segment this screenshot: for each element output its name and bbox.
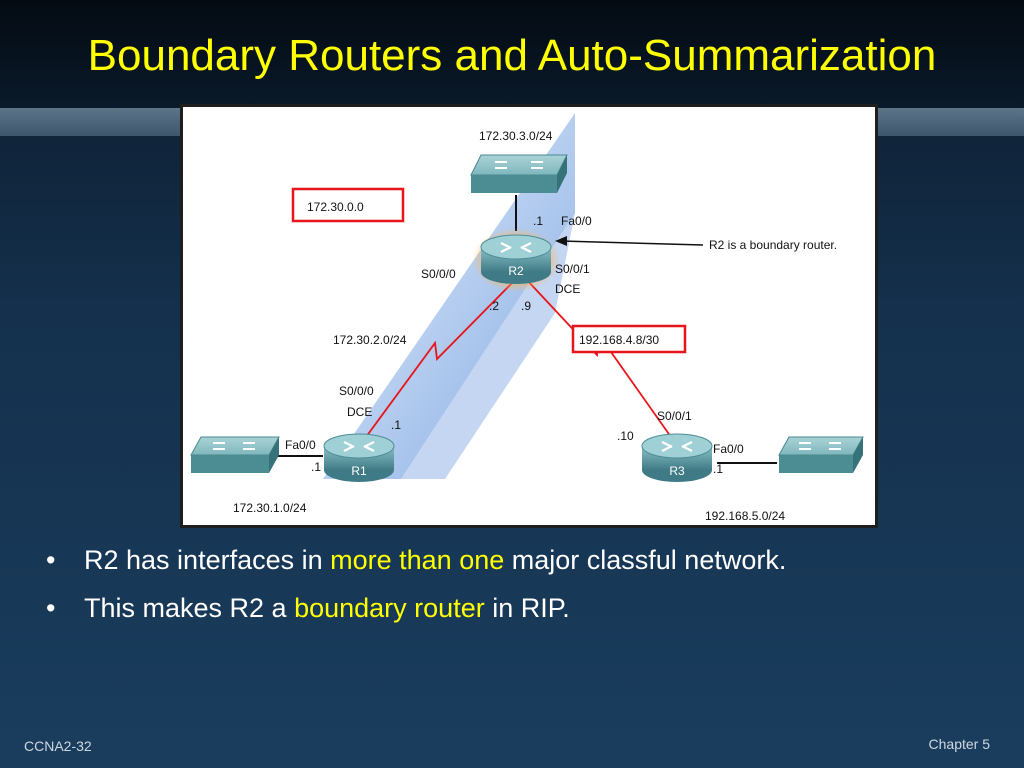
r2-s001-addr: .9: [521, 299, 531, 313]
r2-s000-interface: S0/0/0: [421, 267, 456, 281]
bullet-dot-icon: •: [46, 545, 56, 575]
footer-course: CCNA2-32: [24, 738, 92, 754]
r2-fa-addr: .1: [533, 214, 543, 228]
bullet-list: • R2 has interfaces in more than one maj…: [44, 536, 786, 632]
router-r1-label: R1: [351, 464, 367, 478]
bullet-text: This makes R2 a: [84, 593, 295, 623]
boundary-note: R2 is a boundary router.: [709, 238, 837, 252]
r1-serial-interface: S0/0/0: [339, 384, 374, 398]
r3-serial-addr: .10: [617, 429, 634, 443]
title-band: [0, 0, 1024, 108]
bullet-text: major classful network.: [504, 545, 787, 575]
r1-dce: DCE: [347, 405, 372, 419]
r2-dce: DCE: [555, 282, 580, 296]
network-r3-lan: 192.168.5.0/24: [705, 509, 785, 523]
wan-subnet-box: [571, 324, 687, 354]
r2-s000-addr: .2: [489, 299, 499, 313]
r1-fa-addr: .1: [311, 460, 321, 474]
network-r2-r3: 192.168.4.8/30: [579, 333, 659, 347]
r1-r2-serial-link: [365, 278, 517, 438]
bullet-dot-icon: •: [46, 593, 56, 623]
router-r1: R1: [323, 433, 395, 482]
bullet-highlight: boundary router: [294, 593, 485, 623]
boundary-arrow: [560, 240, 704, 246]
network-r1-r2: 172.30.2.0/24: [333, 333, 407, 347]
r3-fa-addr: .1: [713, 462, 723, 476]
arrow-head-icon: [555, 236, 567, 246]
slide-title: Boundary Routers and Auto-Summarization: [87, 31, 937, 80]
router-r2-label: R2: [508, 264, 524, 278]
bullet-item: • R2 has interfaces in more than one maj…: [44, 536, 786, 584]
switch-icon: [778, 436, 864, 473]
bullet-item: • This makes R2 a boundary router in RIP…: [44, 584, 786, 632]
r3-serial-interface: S0/0/1: [657, 409, 692, 423]
summary-address-box: [291, 187, 405, 223]
summary-region: [323, 113, 575, 479]
network-r1-lan: 172.30.1.0/24: [233, 501, 307, 515]
switch-icon: [190, 436, 280, 473]
bullet-highlight: more than one: [330, 545, 505, 575]
router-r3-label: R3: [669, 464, 685, 478]
r3-fa-interface: Fa0/0: [713, 442, 744, 456]
network-diagram: R2 R1 R3 R2 is a boundary router. 172.30…: [180, 104, 878, 528]
topology-svg: R2 R1 R3 R2 is a boundary router. 172.30…: [183, 107, 875, 525]
r2-fa-interface: Fa0/0: [561, 214, 592, 228]
r2-s001-interface: S0/0/1: [555, 262, 590, 276]
router-r2: R2: [472, 228, 560, 292]
router-r3: R3: [641, 433, 713, 482]
r1-serial-addr: .1: [391, 418, 401, 432]
r1-fa-interface: Fa0/0: [285, 438, 316, 452]
bullet-text: R2 has interfaces in: [84, 545, 331, 575]
footer-chapter: Chapter 5: [928, 736, 990, 752]
network-r2-lan: 172.30.3.0/24: [479, 129, 553, 143]
summary-address: 172.30.0.0: [307, 200, 364, 214]
switch-icon: [470, 154, 568, 193]
bullet-text: in RIP.: [484, 593, 570, 623]
